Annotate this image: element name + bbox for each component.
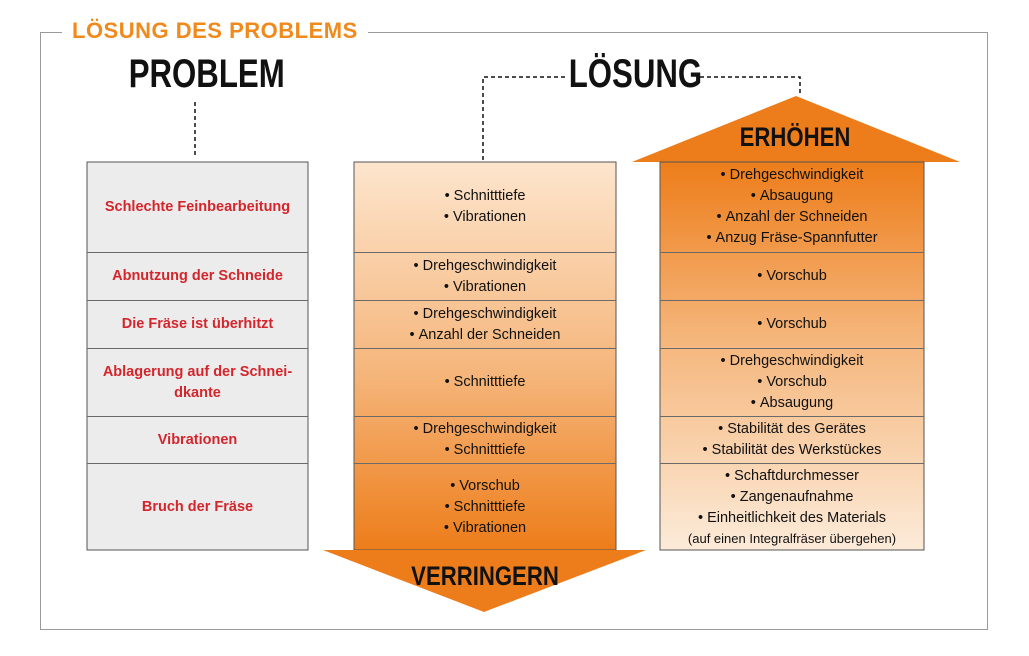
list-item: Vibrationen: [444, 207, 526, 228]
solution-heading: LÖSUNG: [568, 52, 703, 96]
decrease-cell: Schnitttiefe: [354, 349, 616, 417]
problem-label: Ablagerung auf der Schnei-dkante: [102, 363, 293, 401]
decrease-column: Schnitttiefe Vibrationen Drehgeschwindig…: [354, 162, 616, 550]
problem-label: Schlechte Feinbearbeitung: [104, 198, 291, 215]
list-item: Schaftdurchmesser: [725, 466, 859, 487]
increase-cell: Stabilität des Gerätes Stabilität des We…: [660, 417, 924, 464]
list-item: Anzahl der Schneiden: [717, 207, 868, 228]
list-item: Anzahl der Schneiden: [410, 325, 561, 346]
problem-cell: Die Fräse ist überhitzt: [87, 301, 308, 349]
note-text: (auf einen Integralfräser übergehen): [687, 530, 897, 546]
list-item: Schnitttiefe: [445, 372, 526, 393]
diagram-frame: [40, 32, 988, 630]
list-item: Drehgeschwindigkeit: [721, 165, 864, 186]
list-item: Stabilität des Gerätes: [718, 419, 866, 440]
decrease-cell: Drehgeschwindigkeit Anzahl der Schneiden: [354, 301, 616, 349]
decrease-cell: Drehgeschwindigkeit Vibrationen: [354, 253, 616, 301]
list-item: Schnitttiefe: [445, 440, 526, 461]
list-item: Stabilität des Werkstückes: [703, 440, 882, 461]
increase-cell: Drehgeschwindigkeit Absaugung Anzahl der…: [660, 162, 924, 253]
list-item: Drehgeschwindigkeit: [414, 304, 557, 325]
problem-cell: Vibrationen: [87, 417, 308, 464]
increase-cell: Drehgeschwindigkeit Vorschub Absaugung: [660, 349, 924, 417]
list-item: Vibrationen: [444, 518, 526, 539]
increase-cell: Vorschub: [660, 253, 924, 301]
decrease-label: VERRINGERN: [411, 561, 559, 591]
list-item: Absaugung: [751, 186, 833, 207]
increase-label: ERHÖHEN: [739, 122, 851, 152]
list-item: Vibrationen: [444, 277, 526, 298]
list-item: Drehgeschwindigkeit: [414, 419, 557, 440]
problem-cell: Schlechte Feinbearbeitung: [87, 162, 308, 253]
increase-column: Drehgeschwindigkeit Absaugung Anzahl der…: [660, 162, 924, 550]
list-item: Anzug Fräse-Spannfutter: [706, 228, 878, 249]
problem-label: Die Fräse ist überhitzt: [121, 316, 274, 332]
problem-label: Abnutzung der Schneide: [112, 268, 283, 284]
problem-label: Vibrationen: [157, 431, 238, 448]
increase-cell: Schaftdurchmesser Zangenaufnahme Einheit…: [660, 464, 924, 550]
increase-cell: Vorschub: [660, 301, 924, 349]
problem-heading: PROBLEM: [128, 52, 285, 96]
problem-cell: Bruch der Fräse: [87, 464, 308, 550]
list-item: Vorschub: [757, 372, 826, 393]
list-item: Vorschub: [450, 476, 519, 497]
problem-column: Schlechte Feinbearbeitung Abnutzung der …: [87, 162, 308, 550]
problem-cell: Ablagerung auf der Schnei-dkante: [87, 349, 308, 417]
decrease-cell: Drehgeschwindigkeit Schnitttiefe: [354, 417, 616, 464]
list-item: Vorschub: [757, 314, 826, 335]
list-item: Schnitttiefe: [445, 186, 526, 207]
list-item: Drehgeschwindigkeit: [721, 351, 864, 372]
list-item: Zangenaufnahme: [731, 487, 854, 508]
list-item: Einheitlichkeit des Materials: [698, 508, 886, 529]
section-title: LÖSUNG DES PROBLEMS: [62, 16, 368, 46]
list-item: Schnitttiefe: [445, 497, 526, 518]
list-item: Drehgeschwindigkeit: [414, 256, 557, 277]
problem-label: Bruch der Fräse: [141, 498, 254, 515]
decrease-cell: Schnitttiefe Vibrationen: [354, 162, 616, 253]
list-item: Vorschub: [757, 266, 826, 287]
decrease-cell: Vorschub Schnitttiefe Vibrationen: [354, 464, 616, 550]
problem-cell: Abnutzung der Schneide: [87, 253, 308, 301]
list-item: Absaugung: [751, 393, 833, 414]
